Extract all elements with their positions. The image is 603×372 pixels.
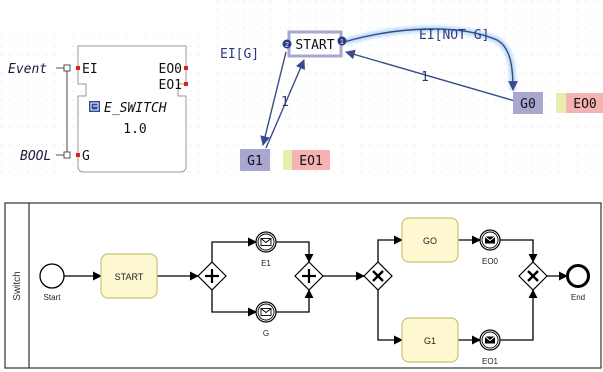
flow-xor-to-go [377,235,403,262]
port-eo0: EO0 [159,62,182,77]
state-start-label: START [295,38,334,53]
task-go[interactable] [401,217,459,263]
sequence-flows [64,235,568,345]
parallel-gateway-fork[interactable] [197,261,227,291]
priority-badge-right-label: 1 [340,39,344,46]
state-machine-panel: START 2 1 EI[G] EI[NOT G] 1 1 G0 EO0 G1 … [203,0,603,178]
state-g1-label: G1 [247,154,263,169]
task-g1-label: G1 [424,336,436,346]
bpmn-pool: Switch Start START [4,202,602,369]
action-eo0-label: EO0 [573,97,596,112]
function-block-body[interactable] [77,45,187,173]
fb-version: 1.0 [123,122,146,137]
message-eo0-label: EO0 [482,257,499,266]
priority-badge-left-label: 2 [285,42,289,49]
task-go-label: GO [423,236,437,246]
pool-border [4,202,602,369]
action-eo1-label: EO1 [299,154,322,169]
g-port-marker [76,153,80,157]
action-output-g1[interactable] [292,150,330,170]
exclusive-gateway-split[interactable] [363,261,393,291]
transition-start-to-g0[interactable] [343,28,518,91]
parallel-gateway-join[interactable] [294,261,324,291]
start-event-label: Start [44,293,62,302]
priority-badge-right [337,36,347,46]
transition-g0-to-start[interactable] [345,49,516,102]
ei-port-marker [76,66,80,70]
flow-fork-to-e1 [211,237,257,262]
flow-fork-to-g [211,290,257,317]
message-event-eo1[interactable] [479,329,501,351]
function-block-panel: Event BOOL EI G EO0 EO1 E_SWITCH 1.0 [0,28,203,178]
flow-xor-to-g1 [377,290,403,345]
action-algorithm-g1 [283,150,292,170]
flow-eo1-to-merge [500,289,538,341]
end-event-label: End [571,293,585,302]
message-event-g[interactable] [255,301,277,323]
data-connector[interactable] [63,151,71,159]
transition-g1-to-start[interactable] [265,59,306,149]
state-g0-label: G0 [520,97,536,112]
start-event[interactable] [39,263,65,289]
fb-type-name: E_SWITCH [104,101,167,116]
message-g-label: G [263,329,269,338]
message-event-eo0[interactable] [479,229,501,251]
task-start-label: START [115,272,144,282]
transition-label-ei-g: EI[G] [220,47,259,62]
transition-start-to-g1[interactable] [260,51,287,146]
state-g0[interactable] [513,92,543,114]
flow-eo0-to-merge [500,239,538,263]
task-g1[interactable] [401,317,459,363]
message-eo1-label: EO1 [482,357,499,366]
input-event-label: Event [8,62,47,77]
action-output-g0[interactable] [566,93,603,113]
state-g1[interactable] [240,149,270,171]
input-data-label: BOOL [20,149,51,164]
transition-label-ei-not-g: EI[NOT G] [419,28,489,43]
action-algorithm-g0 [556,93,566,113]
exclusive-gateway-merge[interactable] [518,261,548,291]
priority-badge-left [282,39,292,49]
port-eo1: EO1 [159,78,182,93]
priority-label-g1: 1 [281,95,289,110]
port-g: G [82,149,90,164]
flow-e1-to-join [276,241,314,263]
fb-type-icon [89,101,100,112]
pool-label: Switch [12,271,23,300]
end-event[interactable] [566,264,590,288]
eo0-port-marker [184,66,188,70]
priority-label-g0: 1 [421,70,429,85]
message-e1-label: E1 [261,259,271,268]
flow-g-to-join [276,289,314,313]
event-connector[interactable] [63,64,71,72]
port-ei: EI [82,62,98,77]
task-start[interactable] [100,253,158,299]
message-event-e1[interactable] [255,231,277,253]
eo1-port-marker [184,82,188,86]
